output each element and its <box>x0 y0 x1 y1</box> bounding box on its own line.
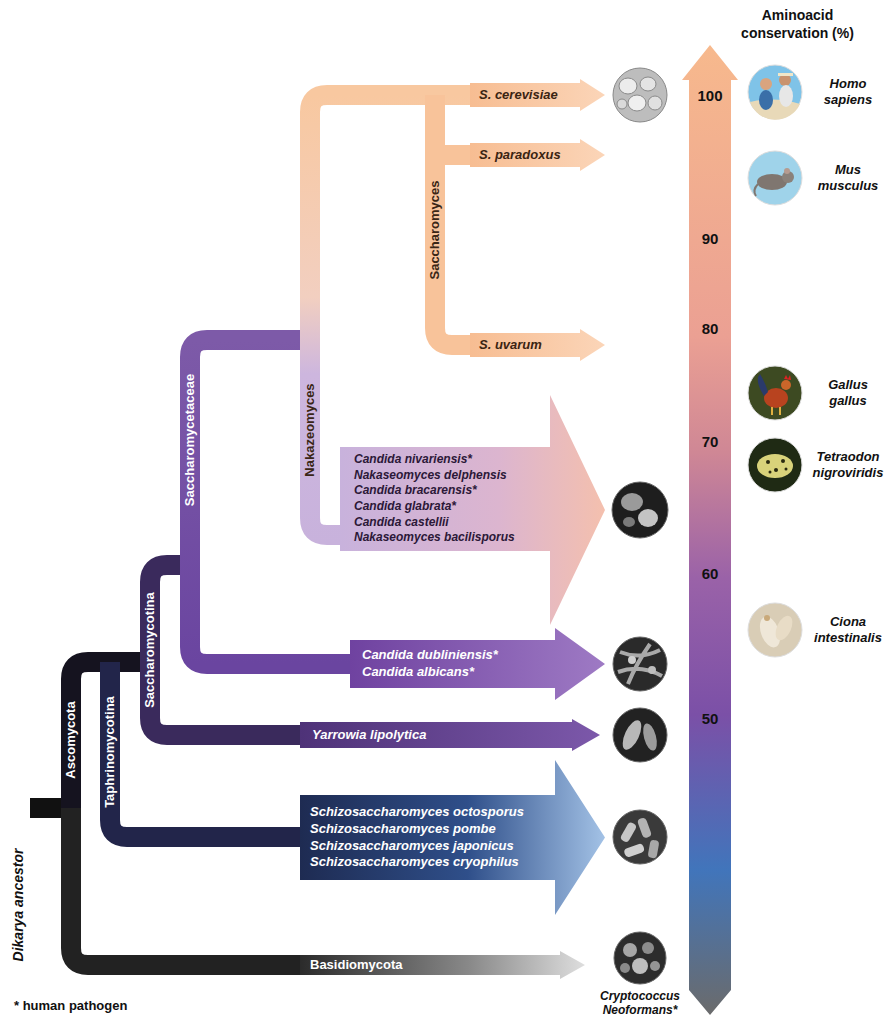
species-name: Candida bracarensis* <box>354 483 477 499</box>
yarrowia-photo <box>613 708 667 762</box>
clade-label: Saccharomycotina <box>140 583 160 717</box>
organism-label: Tetraodon nigroviridis <box>810 449 886 481</box>
species-group-arrow: Candida nivariensis*Nakaseomyces delphen… <box>340 395 605 625</box>
clade-label: Ascomycota <box>61 680 81 800</box>
scale-number: 80 <box>690 319 730 338</box>
cryptococcus-photo <box>614 932 666 984</box>
root-label: Dikarya ancestor <box>8 825 28 985</box>
species-name: Candida albicans* <box>362 664 474 681</box>
species-name: Nakaseomyces bacilisporus <box>354 530 515 546</box>
text-area: Candida dubliniensis*Candida albicans* <box>362 641 552 687</box>
arrow-fill <box>470 79 605 111</box>
clade-label: Nakazeomyces <box>300 355 320 505</box>
candida-photo <box>613 637 667 691</box>
species-name: Schizosaccharomyces japonicus <box>310 838 514 855</box>
species-name: Schizosaccharomyces pombe <box>310 821 496 838</box>
nakaseomyces-photo <box>612 482 668 538</box>
species-name: Schizosaccharomyces cryophilus <box>310 854 519 871</box>
species-name: S. cerevisiae <box>479 87 558 104</box>
scale-number: 60 <box>690 564 730 583</box>
homo-photo <box>748 65 802 120</box>
species-arrow: S. paradoxus <box>470 139 605 171</box>
species-name: Candida nivariensis* <box>354 452 472 468</box>
species-name: Nakaseomyces delphensis <box>354 468 507 484</box>
species-group-arrow: Schizosaccharomyces octosporusSchizosacc… <box>300 760 605 915</box>
arrow-fill <box>470 139 605 171</box>
scale-arrow <box>682 45 738 1015</box>
species-arrow: Yarrowia lipolytica <box>300 719 600 751</box>
clade-label: Saccharomyces <box>425 155 445 305</box>
scale-number: 70 <box>690 432 730 451</box>
tetraodon-photo <box>748 438 802 492</box>
species-name: Candida glabrata* <box>354 499 456 515</box>
saccharomycetaceae-branch <box>190 340 352 664</box>
mus-photo <box>748 151 802 205</box>
text-area: Candida nivariensis*Nakaseomyces delphen… <box>354 450 548 548</box>
species-name: Basidiomycota <box>310 957 402 974</box>
organism-label: Gallus gallus <box>810 377 886 409</box>
axis-title: Aminoacid conservation (%) <box>735 6 860 42</box>
footnote: * human pathogen <box>14 998 174 1014</box>
organism-label: Cryptococcus Neoformans* <box>588 989 692 1017</box>
species-name: S. uvarum <box>479 337 542 354</box>
text-area: S. uvarum <box>479 333 577 357</box>
saccharomycotina-branch <box>150 565 302 735</box>
arrow-fill <box>340 395 605 625</box>
arrow-fill <box>300 719 600 751</box>
species-arrow: S. cerevisiae <box>470 79 605 111</box>
species-arrow: S. uvarum <box>470 329 605 361</box>
text-area: Schizosaccharomyces octosporusSchizosacc… <box>310 797 553 878</box>
arrow-fill <box>470 329 605 361</box>
taphrinomycotina-branch <box>110 662 302 837</box>
text-area: Basidiomycota <box>310 955 555 975</box>
organism-label: Mus musculus <box>810 162 886 194</box>
text-area: S. cerevisiae <box>479 83 577 107</box>
scale-number: 90 <box>690 229 730 248</box>
species-group-arrow: Candida dubliniensis*Candida albicans* <box>350 628 605 700</box>
clade-label: Taphrinomycotina <box>100 677 120 827</box>
organism-label: Ciona intestinalis <box>810 614 886 646</box>
species-name: Candida castellii <box>354 515 449 531</box>
schizo-photo <box>613 810 667 864</box>
species-name: Yarrowia lipolytica <box>312 727 426 744</box>
clade-arrow: Basidiomycota <box>300 951 585 979</box>
cerevisiae-photo <box>613 68 667 122</box>
arrow-fill <box>350 628 605 700</box>
arrow-fill <box>300 760 605 915</box>
arrow-fill <box>300 951 585 979</box>
clade-label: Saccharomycetaceae <box>180 355 200 525</box>
paradoxus-branch <box>435 145 472 165</box>
scale-number: 100 <box>690 86 730 105</box>
text-area: Yarrowia lipolytica <box>312 722 568 748</box>
species-name: S. paradoxus <box>479 147 561 164</box>
text-area: S. paradoxus <box>479 143 577 167</box>
ciona-photo <box>748 603 802 657</box>
species-name: Candida dubliniensis* <box>362 647 498 664</box>
gallus-photo <box>748 366 802 420</box>
species-name: Schizosaccharomyces octosporus <box>310 804 524 821</box>
scale-number: 50 <box>690 709 730 728</box>
organism-label: Homo sapiens <box>810 76 886 108</box>
